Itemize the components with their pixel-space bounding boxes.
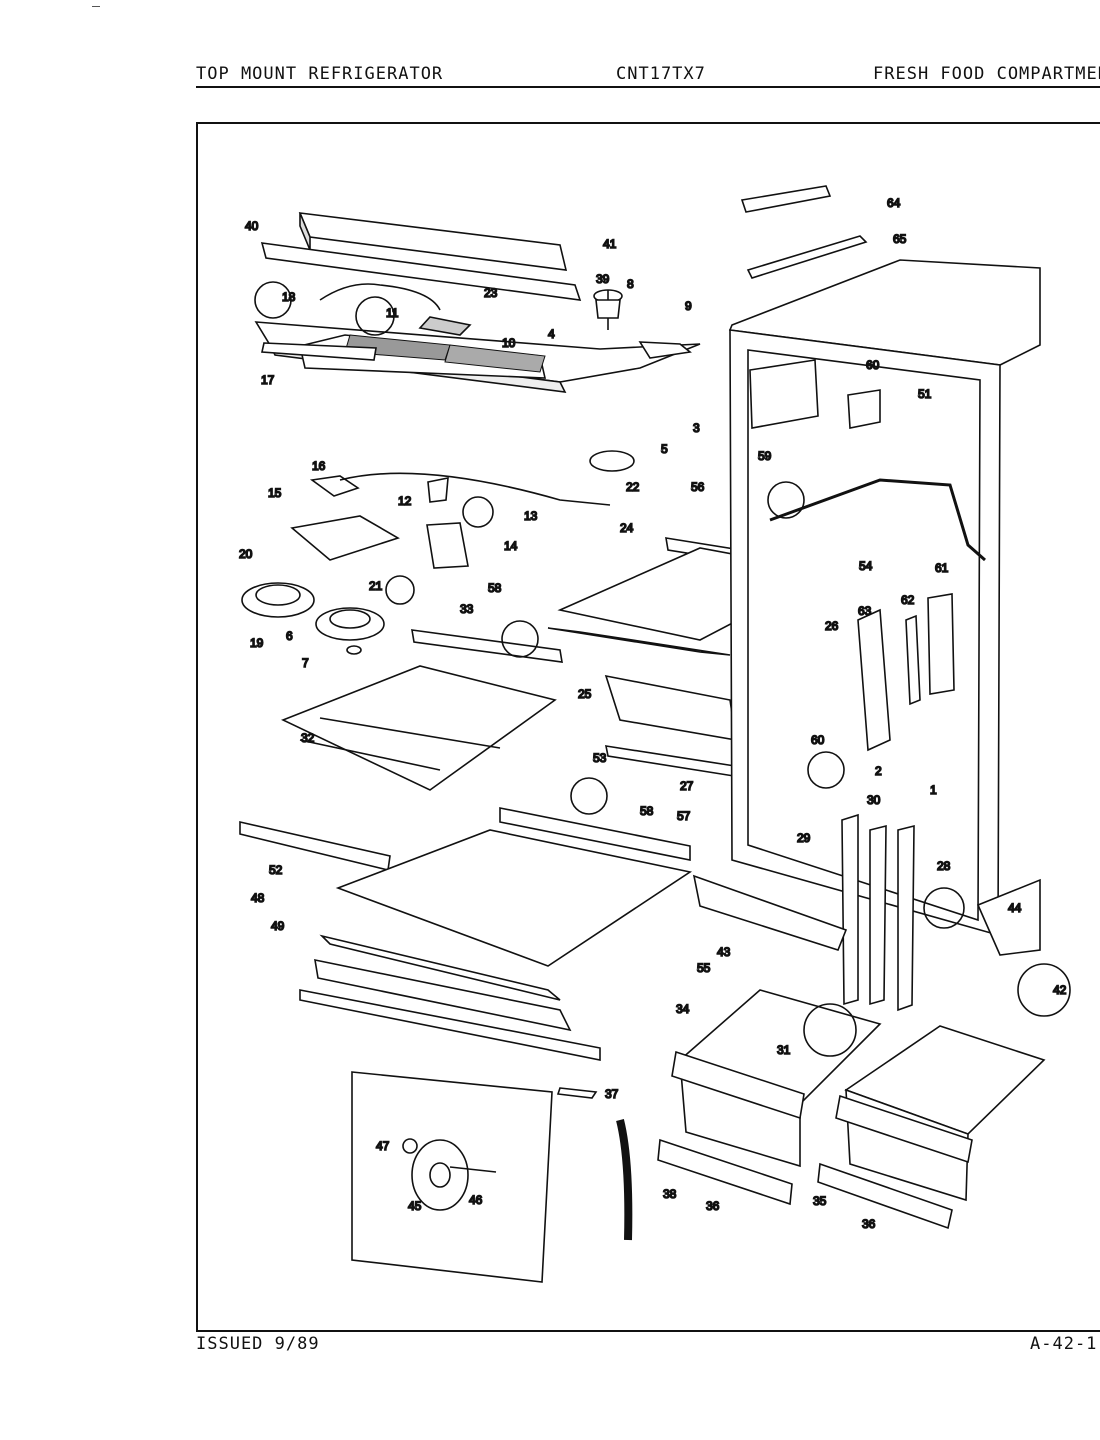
callout: 52 [269, 863, 283, 877]
callout: 55 [697, 961, 711, 975]
shelf-assemblies [239, 537, 833, 1099]
callout: 39 [596, 272, 610, 286]
callout: 33 [460, 602, 474, 616]
callout: 20 [239, 547, 253, 561]
callout: 9 [685, 299, 692, 313]
callout: 62 [901, 593, 915, 607]
callout: 31 [777, 1043, 791, 1057]
callout: 40 [245, 219, 259, 233]
callout: 22 [626, 480, 640, 494]
callout: 46 [469, 1193, 483, 1207]
header-product-type: TOP MOUNT REFRIGERATOR [196, 64, 444, 84]
header-rule [196, 86, 1100, 88]
callout: 3 [693, 421, 700, 435]
callout: 26 [825, 619, 839, 633]
callout: 12 [398, 494, 412, 508]
callout: 58 [488, 581, 502, 595]
crisper-drawers [351, 989, 1046, 1283]
callout: 48 [251, 891, 265, 905]
callout: 24 [620, 521, 634, 535]
header-model-number: CNT17TX7 [616, 64, 706, 84]
callout: 30 [867, 793, 881, 807]
callout: 45 [408, 1199, 422, 1213]
callout: 61 [935, 561, 949, 575]
callout: 5 [661, 442, 668, 456]
header-section-title: FRESH FOOD COMPARTMEN [873, 64, 1100, 84]
scan-mark [92, 6, 100, 7]
callout: 37 [605, 1087, 619, 1101]
callout-labels: 40 41 39 18 23 11 8 9 10 4 17 3 16 5 15 … [238, 195, 1067, 1232]
callout: 8 [627, 277, 634, 291]
callout: 59 [758, 449, 772, 463]
callout: 51 [918, 387, 932, 401]
callout: 56 [691, 480, 705, 494]
footer-page-code: A-42-1 [1030, 1334, 1098, 1354]
callout: 15 [268, 486, 282, 500]
callout: 32 [301, 731, 315, 745]
callout: 4 [548, 327, 555, 341]
callout: 14 [504, 539, 518, 553]
callout: 19 [250, 636, 264, 650]
callout: 35 [813, 1194, 827, 1208]
callout: 63 [858, 604, 872, 618]
callout: 64 [887, 196, 901, 210]
callout: 58 [640, 804, 654, 818]
callout: 57 [677, 809, 691, 823]
control-housing-parts [241, 212, 701, 655]
callout: 18 [282, 290, 296, 304]
callout: 11 [386, 306, 399, 320]
callout: 10 [502, 336, 516, 350]
callout: 47 [376, 1139, 390, 1153]
callout: 34 [676, 1002, 690, 1016]
callout: 29 [797, 831, 811, 845]
callout: 27 [680, 779, 694, 793]
callout: 2 [875, 764, 882, 778]
callout: 28 [937, 859, 951, 873]
callout: 21 [369, 579, 383, 593]
callout: 60 [866, 358, 880, 372]
callout: 25 [578, 687, 592, 701]
callout: 16 [312, 459, 326, 473]
callout: 1 [930, 783, 937, 797]
cabinet-liner [692, 185, 1071, 1017]
callout: 7 [302, 656, 309, 670]
callout: 42 [1053, 983, 1067, 997]
callout: 60 [811, 733, 825, 747]
callout: 17 [261, 373, 275, 387]
callout: 43 [717, 945, 731, 959]
callout: 13 [524, 509, 538, 523]
callout: 36 [862, 1217, 876, 1231]
callout: 23 [484, 286, 498, 300]
callout: 54 [859, 559, 873, 573]
callout: 36 [706, 1199, 720, 1213]
footer-rule [196, 1330, 1100, 1332]
callout: 49 [271, 919, 285, 933]
callout: 41 [603, 237, 617, 251]
footer-issue-date: ISSUED 9/89 [196, 1334, 320, 1354]
callout: 44 [1008, 901, 1022, 915]
callout: 53 [593, 751, 607, 765]
callout: 6 [286, 629, 293, 643]
callout: 38 [663, 1187, 677, 1201]
callout: 65 [893, 232, 907, 246]
